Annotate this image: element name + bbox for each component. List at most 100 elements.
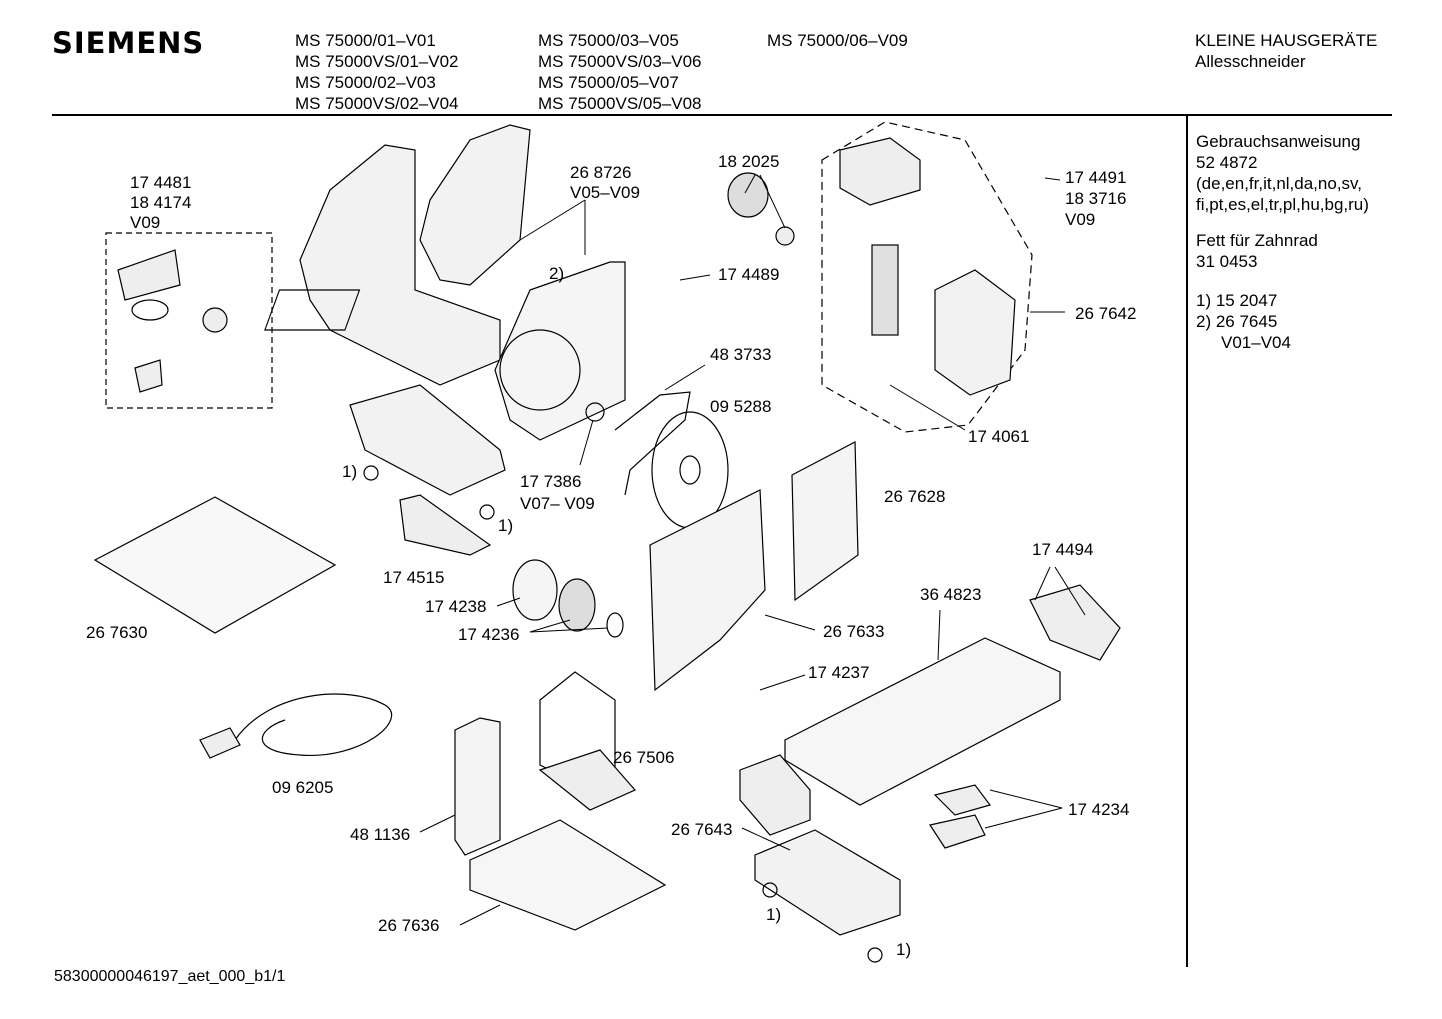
leader-line	[759, 674, 806, 691]
switch-box	[754, 829, 901, 936]
gear-wheel	[727, 172, 769, 218]
power-cord	[234, 693, 393, 756]
part-label: 17 4236	[458, 625, 520, 644]
leader-line	[1044, 177, 1061, 181]
bracket	[399, 494, 492, 556]
footnote-marker: 1)	[896, 940, 912, 959]
variant-label: V09	[130, 213, 161, 232]
leader-line	[1034, 566, 1051, 601]
tray	[93, 496, 337, 634]
part-label: 17 4481	[130, 173, 192, 192]
motor-group-box	[821, 121, 1033, 433]
document-id: 58300000046197_aet_000_b1/1	[54, 968, 286, 985]
leader-line	[664, 364, 706, 391]
variant-label: V07– V09	[520, 494, 595, 513]
part-label: 17 4061	[968, 427, 1030, 446]
blade-guard	[614, 391, 691, 496]
clip	[134, 359, 163, 393]
grease-number: 31 0453	[1196, 252, 1258, 271]
part-label: 17 4234	[1068, 800, 1130, 819]
model-code: MS 75000/02–V03	[295, 73, 436, 92]
model-code: MS 75000VS/05–V08	[538, 94, 702, 113]
foot-part	[929, 814, 986, 849]
part-label: 17 4494	[1032, 540, 1094, 559]
drive-gear	[558, 578, 596, 632]
knob	[131, 299, 169, 321]
leader-line	[529, 627, 609, 633]
manual-title: Gebrauchsanweisung	[1196, 132, 1361, 151]
part-label: 17 4238	[425, 597, 487, 616]
model-code: MS 75000/01–V01	[295, 31, 436, 50]
variant-label: V05–V09	[570, 183, 640, 202]
part-label: 48 3733	[710, 345, 772, 364]
blade-nut	[585, 402, 605, 422]
part-label: 17 7386	[520, 472, 582, 491]
leader-line	[759, 174, 786, 229]
gear-pinion	[775, 226, 795, 246]
drive-ring	[606, 612, 624, 638]
housing-shell-left	[299, 144, 501, 386]
leader-line	[459, 904, 501, 926]
model-code: MS 75000/06–V09	[767, 31, 908, 50]
model-code: MS 75000VS/02–V04	[295, 94, 459, 113]
leader-line	[529, 619, 571, 633]
part-label: 26 7636	[378, 916, 440, 935]
foot-part	[933, 784, 992, 816]
part-label: 17 4491	[1065, 168, 1127, 187]
model-list-2: MS 75000/03–V05 MS 75000VS/03–V06 MS 750…	[538, 30, 702, 114]
accessory-group-box	[105, 232, 273, 409]
side-holder	[454, 717, 501, 856]
motor-housing	[349, 384, 506, 496]
sidebar-divider	[1186, 115, 1188, 967]
grease-info: Fett für Zahnrad 31 0453	[1196, 230, 1318, 272]
part-label: 26 7506	[613, 748, 675, 767]
part-label: 26 7642	[1075, 304, 1137, 323]
leader-line	[579, 419, 594, 466]
part-label: 18 2025	[718, 152, 780, 171]
food-pusher-base	[538, 749, 636, 811]
model-code: MS 75000VS/01–V02	[295, 52, 459, 71]
blade	[651, 411, 729, 529]
leader-line	[496, 597, 521, 607]
manual-number: 52 4872	[1196, 153, 1258, 172]
part-label: 48 1136	[350, 825, 411, 844]
leader-line	[989, 789, 1063, 809]
motor-frame	[934, 269, 1016, 396]
part-label: 18 4174	[130, 193, 192, 212]
blade-cover-hub	[499, 329, 581, 411]
model-code: MS 75000VS/03–V06	[538, 52, 702, 71]
blade-hub	[679, 455, 701, 485]
foot-1	[479, 504, 495, 520]
footnote-1: 1) 15 2047	[1196, 291, 1278, 310]
manual-languages: (de,en,fr,it,nl,da,no,sv,	[1196, 174, 1362, 193]
leader-line	[984, 807, 1063, 829]
model-list-1: MS 75000/01–V01 MS 75000VS/01–V02 MS 750…	[295, 30, 459, 114]
part-label: 17 4515	[383, 568, 445, 587]
footnote-2: 2) 26 7645	[1196, 312, 1278, 331]
carriage-plate	[649, 489, 766, 692]
part-label: 26 7630	[86, 623, 148, 642]
variant-label: V09	[1065, 210, 1096, 229]
foot-1	[363, 465, 379, 481]
blade-cover-plate	[494, 261, 626, 441]
header-divider	[52, 114, 1392, 116]
footnotes: 1) 15 2047 2) 26 7645 V01–V04	[1196, 290, 1291, 353]
part-label: 26 7633	[823, 622, 885, 641]
leader-line	[679, 274, 711, 281]
part-label: 17 4489	[718, 265, 780, 284]
footnote-marker: 1)	[498, 516, 514, 535]
foot-1	[867, 947, 883, 963]
guide-rail	[1029, 584, 1121, 661]
product-info: KLEINE HAUSGERÄTE Allesschneider	[1195, 30, 1377, 72]
leader-line	[889, 384, 966, 431]
leader-line	[1054, 566, 1086, 616]
motor-armature	[871, 244, 899, 336]
switch-cover	[739, 754, 811, 836]
part-label: 09 6205	[272, 778, 334, 797]
power-plug	[199, 727, 241, 759]
model-code: MS 75000/03–V05	[538, 31, 679, 50]
footnote-marker: 1)	[342, 462, 358, 481]
category-label: KLEINE HAUSGERÄTE	[1195, 31, 1378, 50]
manual-languages: fi,pt,es,el,tr,pl,hu,bg,ru)	[1196, 195, 1369, 214]
part-label: 26 7628	[884, 487, 946, 506]
